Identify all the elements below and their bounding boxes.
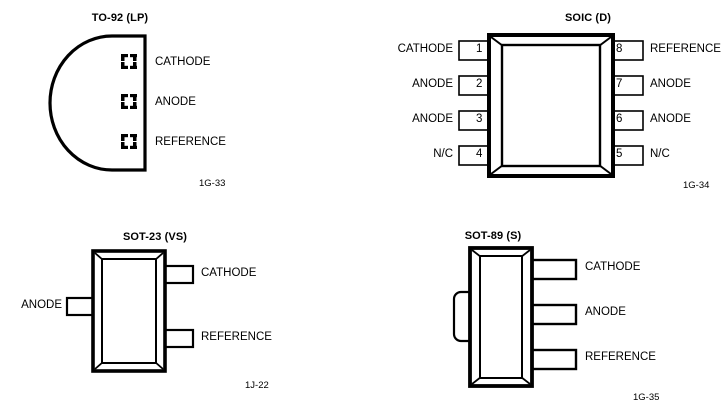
soic-pin-number-3: 3 <box>476 113 483 125</box>
sot-23-outline-graphic <box>65 249 195 373</box>
soic-pin-label-anode-7: ANODE <box>650 78 691 90</box>
package-diagram-sot-89: SOT-89 (S) CATHODE ANODE REF <box>363 208 726 416</box>
soic-pin-label-reference: REFERENCE <box>650 43 721 55</box>
reference-code-to-92: 1G-33 <box>199 178 226 189</box>
soic-outline-graphic <box>458 33 644 178</box>
soic-pin-label-anode-6: ANODE <box>650 113 691 125</box>
package-title-to-92: TO-92 (LP) <box>91 12 149 24</box>
to-92-pin-label-reference: REFERENCE <box>155 136 226 148</box>
to-92-pin-marker-3 <box>121 134 137 149</box>
sot-89-pin-label-cathode: CATHODE <box>585 261 641 273</box>
soic-pin-number-1: 1 <box>476 43 483 55</box>
reference-code-sot-23: 1J-22 <box>245 380 269 391</box>
reference-code-sot-89: 1G-35 <box>633 392 660 403</box>
soic-pin-number-6: 6 <box>616 113 623 125</box>
package-diagram-soic: SOIC (D) <box>363 0 726 208</box>
soic-pin-number-4: 4 <box>476 148 483 160</box>
soic-pin-label-cathode: CATHODE <box>397 43 453 55</box>
package-title-soic: SOIC (D) <box>564 12 612 24</box>
sot-23-pin-label-cathode: CATHODE <box>201 267 257 279</box>
package-title-sot-89: SOT-89 (S) <box>464 230 522 242</box>
soic-pin-number-7: 7 <box>616 78 623 90</box>
to-92-pin-marker-2 <box>121 94 137 109</box>
to-92-pin-marker-1 <box>121 54 137 69</box>
sot-89-pin-label-anode: ANODE <box>585 306 626 318</box>
sot-23-right-leads <box>161 264 195 349</box>
soic-pin-number-5: 5 <box>616 148 623 160</box>
soic-pin-number-2: 2 <box>476 78 483 90</box>
sot-89-right-leads <box>529 258 578 371</box>
sot-89-pin-label-reference: REFERENCE <box>585 351 656 363</box>
to-92-pin-label-anode: ANODE <box>155 96 196 108</box>
to-92-pin-label-cathode: CATHODE <box>155 56 211 68</box>
soic-pin-label-nc-5: N/C <box>650 148 670 160</box>
sot-23-pin-label-reference: REFERENCE <box>201 331 272 343</box>
soic-pin-number-8: 8 <box>616 43 623 55</box>
sot-89-outline-graphic <box>452 246 578 388</box>
soic-pin-label-anode-3: ANODE <box>412 113 453 125</box>
reference-code-soic: 1G-34 <box>683 180 710 191</box>
to-92-outline-graphic <box>48 34 147 172</box>
package-diagram-sot-23: SOT-23 (VS) CATHODE REFER <box>0 208 363 416</box>
sot-23-pin-label-anode: ANODE <box>21 299 62 311</box>
soic-pin-label-anode-2: ANODE <box>412 78 453 90</box>
package-title-sot-23: SOT-23 (VS) <box>122 231 188 243</box>
soic-pin-label-nc-4: N/C <box>433 148 453 160</box>
package-diagram-to-92: TO-92 (LP) <box>0 0 363 208</box>
